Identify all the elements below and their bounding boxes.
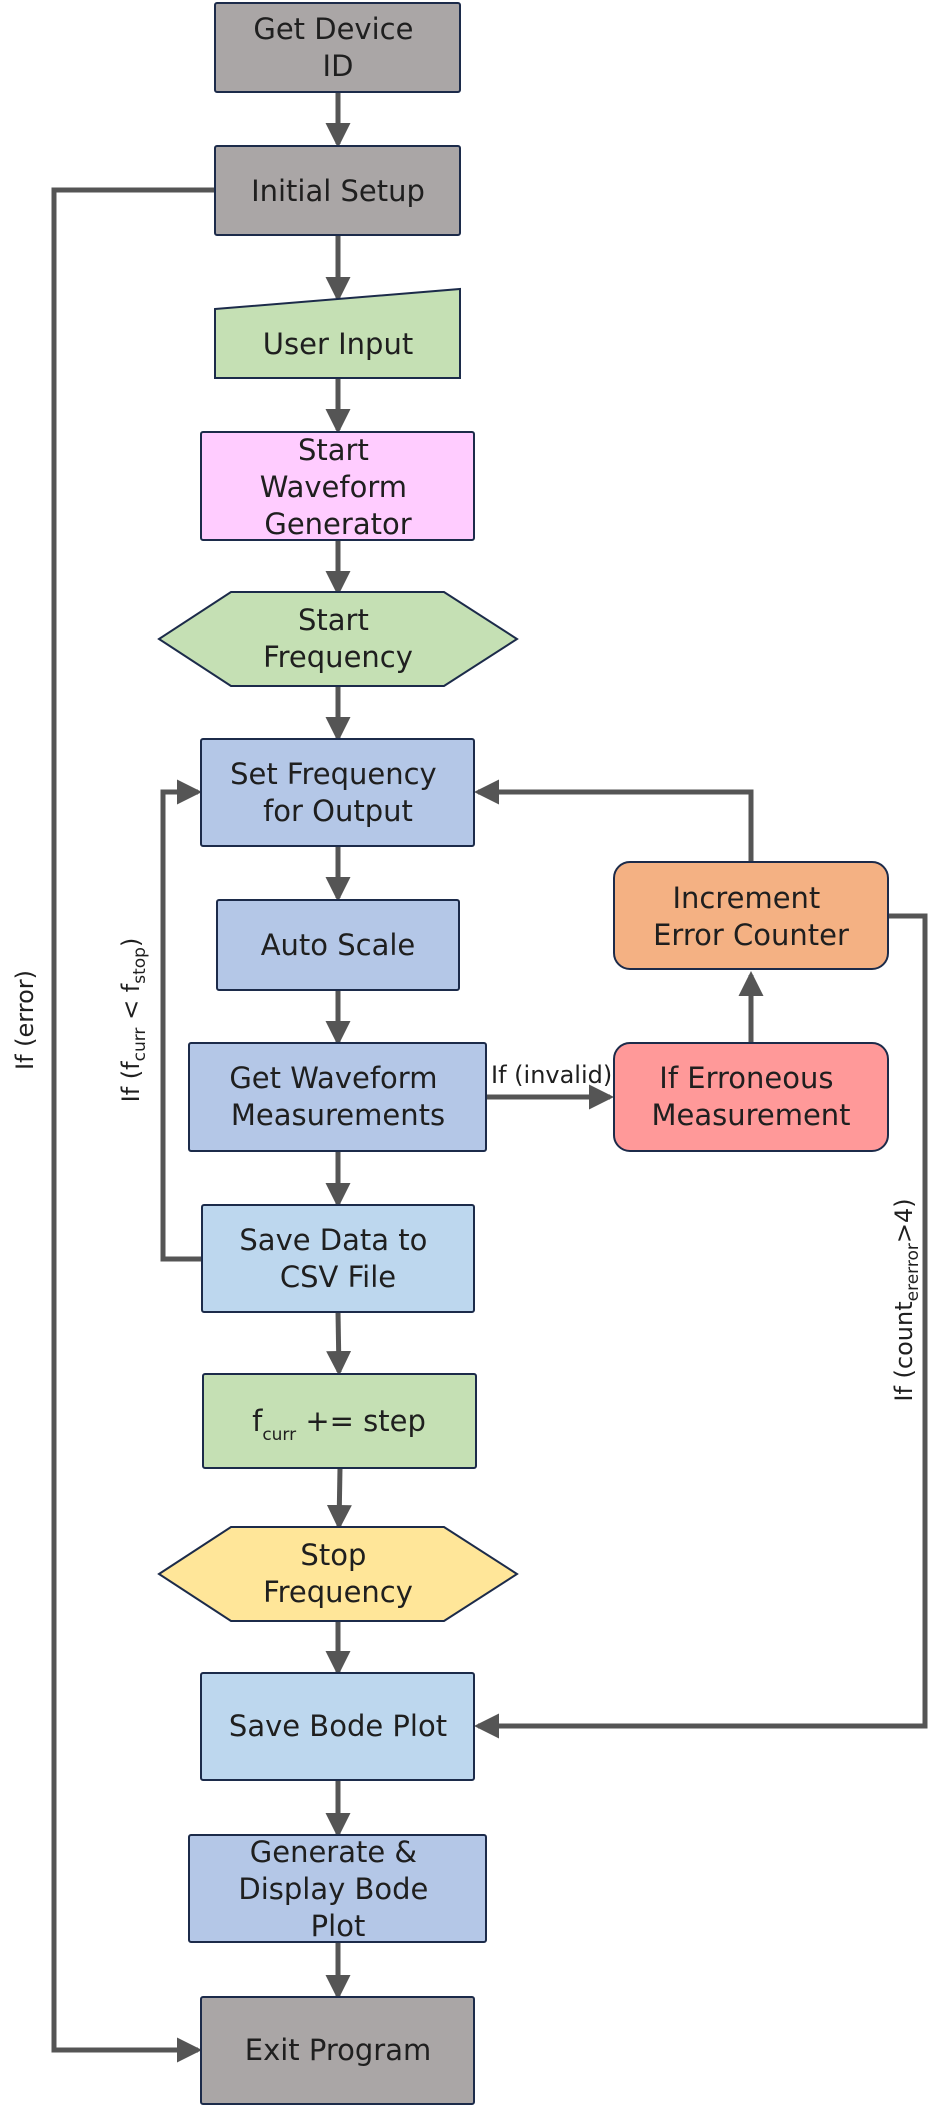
edge-fcurr-step-to-stop-frequency [326,1467,352,1530]
save-bode-plot-box [200,1672,475,1781]
generate-display-bode-node: Generate & Display Bode Plot [188,1834,487,1943]
get-waveform-measurements-node: Get Waveform Measurements [188,1042,487,1152]
save-bode-plot-node: Save Bode Plot [200,1672,475,1781]
exit-program-node: Exit Program [200,1996,475,2105]
edge-label-if-error: If (error) [11,970,39,1070]
edge-fcurr-loop [160,779,203,1262]
stop-frequency-hexagon [157,1526,519,1622]
save-data-csv-node: Save Data to CSV File [201,1204,475,1313]
exit-program-box [200,1996,475,2105]
edge-label-if-fcurr-lt-fstop: If (fcurr < fstop) [117,938,150,1103]
get-device-id-box [214,2,461,93]
start-waveform-generator-box [200,431,475,541]
edge-label-if-count-gt-4: If (countererror>4) [890,1198,923,1401]
edge-increment-to-set-frequency [473,779,754,862]
get-waveform-measurements-label: Get Waveform Measurements [229,1061,446,1132]
edges [51,92,928,2063]
get-waveform-measurements-box [188,1042,487,1152]
auto-scale-label: Auto Scale [261,928,416,962]
set-frequency-box [200,738,475,847]
auto-scale-node: Auto Scale [216,899,460,991]
if-erroneous-node: If Erroneous Measurement [613,1042,889,1152]
save-data-csv-label: Save Data to CSV File [239,1223,436,1294]
start-frequency-label: Start Frequency [263,603,413,674]
fcurr-step-box [202,1373,477,1469]
set-frequency-label: Set Frequency for Output [230,757,446,828]
increment-error-counter-label: Increment Error Counter [653,881,849,952]
start-frequency-node: Start Frequency [157,591,519,687]
user-input-box [214,287,461,379]
fcurr-step-node: fcurr += step [202,1373,477,1469]
save-bode-plot-label: Save Bode Plot [229,1709,447,1743]
fcurr-step-label: fcurr += step [252,1404,426,1445]
start-waveform-generator-label: Start Waveform Generator [260,433,416,541]
edge-save-csv-to-fcurr-step [326,1311,352,1376]
stop-frequency-label: Stop Frequency [263,1538,413,1609]
user-input-node: User Input [214,287,461,379]
get-device-id-label: Get Device ID [253,12,422,83]
save-data-csv-box [201,1204,475,1313]
stop-frequency-node: Stop Frequency [157,1526,519,1622]
edge-count-exceeded [473,913,928,1739]
initial-setup-node: Initial Setup [214,145,461,236]
if-erroneous-measurement-box [613,1042,889,1152]
edge-error-loop [51,187,215,2063]
generate-display-bode-label: Generate & Display Bode Plot [238,1835,437,1943]
auto-scale-box [216,899,460,991]
generate-display-bode-box [188,1834,487,1943]
increment-error-counter-node: Increment Error Counter [613,861,889,970]
get-device-id-node: Get Device ID [214,2,461,93]
initial-setup-label: Initial Setup [251,174,425,208]
set-frequency-node: Set Frequency for Output [200,738,475,847]
if-erroneous-measurement-label: If Erroneous Measurement [651,1061,850,1132]
user-input-label: User Input [263,327,413,361]
start-frequency-hexagon [157,591,519,687]
exit-program-label: Exit Program [245,2033,432,2067]
edge-label-if-invalid: If (invalid) [491,1061,612,1089]
increment-error-counter-box [613,861,889,970]
initial-setup-box [214,145,461,236]
start-waveform-generator-node: Start Waveform Generator [200,431,475,541]
